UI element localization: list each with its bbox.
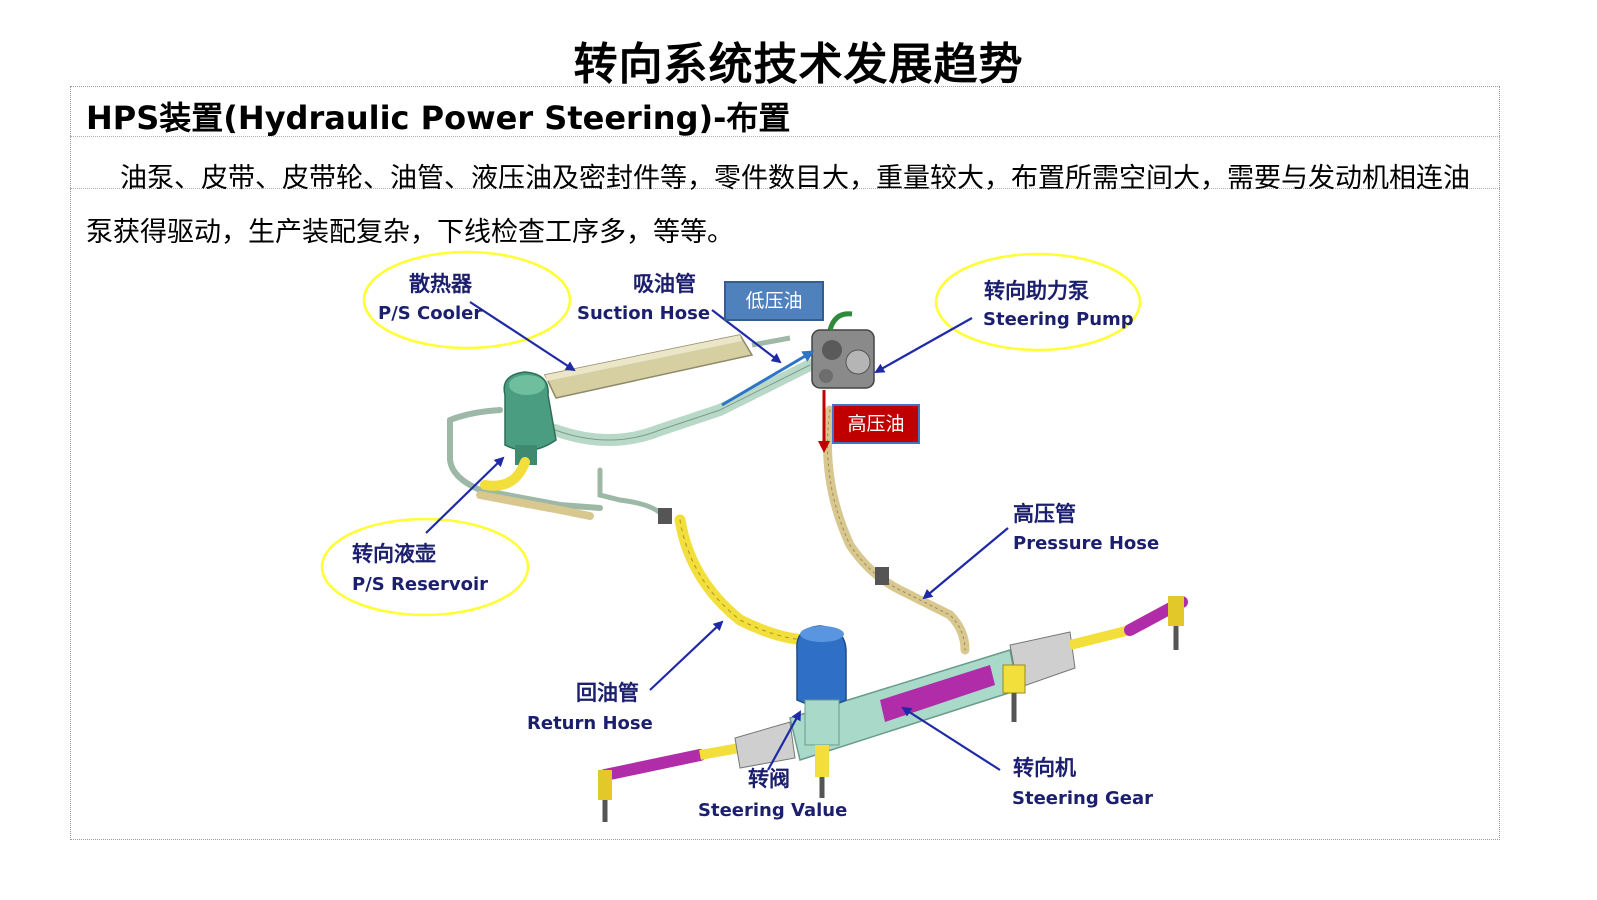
steering-valve-component <box>796 625 847 798</box>
pressure-hose <box>658 405 970 655</box>
reservoir-label-en: P/S Reservoir <box>352 574 488 595</box>
steering-gear-pointer-arrow <box>901 706 1001 771</box>
return-hose-label-cn: 回油管 <box>576 681 639 705</box>
suction-hose-label-cn: 吸油管 <box>633 272 696 296</box>
steering-pump-label-en: Steering Pump <box>983 309 1134 330</box>
description-text: 油泵、皮带、皮带轮、油管、液压油及密封件等，零件数目大，重量较大，布置所需空间大… <box>86 163 1470 248</box>
low-pressure-oil-tag: 低压油 <box>724 281 824 321</box>
pressure-hose-label-cn: 高压管 <box>1013 502 1076 526</box>
reservoir-pointer-arrow <box>425 456 505 534</box>
description-paragraph: 油泵、皮带、皮带轮、油管、液压油及密封件等，零件数目大，重量较大，布置所需空间大… <box>86 152 1486 260</box>
cooler-label-ellipse <box>362 250 572 350</box>
pressure-hose-pointer-arrow <box>922 527 1009 600</box>
reservoir-label-cn: 转向液壶 <box>352 542 436 566</box>
page-title: 转向系统技术发展趋势 <box>573 39 1024 90</box>
cooler-pointer-arrow <box>469 301 576 372</box>
steering-gear-label-cn: 转向机 <box>1013 756 1076 780</box>
steering-valve-pointer-arrow <box>767 710 801 771</box>
steering-gear-label-en: Steering Gear <box>1012 788 1153 809</box>
cooler-label-cn: 散热器 <box>409 272 473 296</box>
high-pressure-oil-tag: 高压油 <box>832 404 920 444</box>
steering-pump-component <box>811 311 875 389</box>
steering-valve-label-en: Steering Value <box>698 800 847 821</box>
low-pressure-flow-arrow <box>721 350 815 407</box>
content-frame <box>70 86 1500 840</box>
yellow-hoses <box>480 457 816 646</box>
section-title: HPS装置(Hydraulic Power Steering)-布置 <box>86 99 791 137</box>
reservoir-component <box>503 371 557 465</box>
title-divider <box>70 136 1500 137</box>
pressure-hose-label-en: Pressure Hose <box>1013 533 1159 554</box>
text-divider <box>70 188 1500 189</box>
reservoir-label-ellipse <box>320 517 530 617</box>
steering-pump-pointer-arrow <box>874 317 973 373</box>
steering-pump-label-ellipse <box>934 252 1142 352</box>
return-hose-pointer-arrow <box>649 620 724 691</box>
cooler-component <box>543 334 791 399</box>
suction-hose-pointer-arrow <box>711 309 782 364</box>
steering-pump-label-cn: 转向助力泵 <box>984 279 1089 303</box>
suction-hose-label-en: Suction Hose <box>577 303 710 324</box>
return-hose-label-en: Return Hose <box>527 713 653 734</box>
cooler-label-en: P/S Cooler <box>378 303 482 324</box>
steering-valve-label-cn: 转阀 <box>748 767 790 791</box>
steering-gear-component <box>598 596 1188 822</box>
